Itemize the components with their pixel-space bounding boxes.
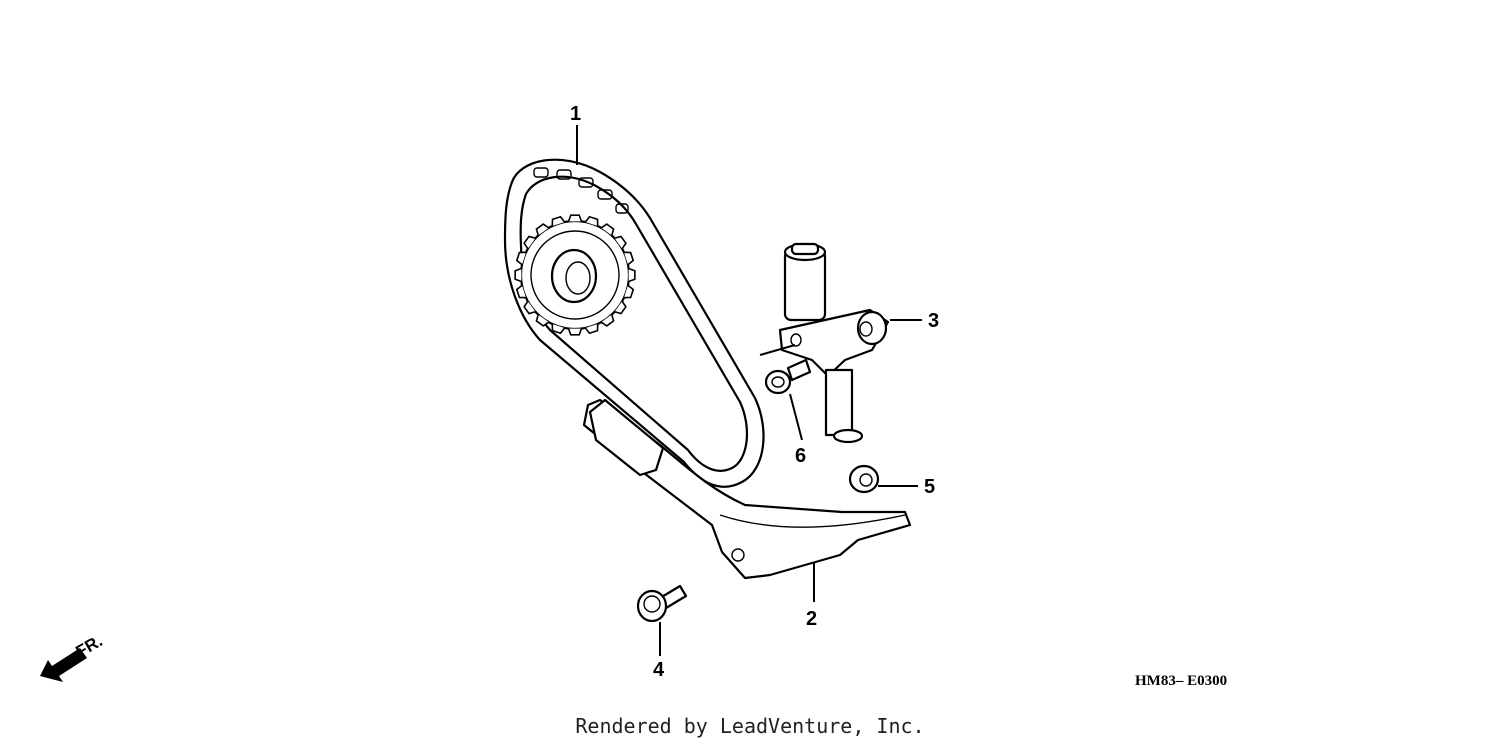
- sprocket-tooth: [515, 284, 527, 299]
- sprocket-bore-icon: [565, 261, 591, 295]
- chain-guide[interactable]: [582, 398, 912, 580]
- sprocket-tooth: [551, 323, 566, 335]
- footer-credit: Rendered by LeadVenture, Inc.: [575, 714, 925, 738]
- sprocket-tooth: [567, 328, 583, 336]
- callout-5[interactable]: 5: [924, 476, 935, 498]
- sprocket-tooth: [628, 267, 636, 283]
- sprocket-tooth: [614, 235, 627, 250]
- callout-2[interactable]: 2: [806, 608, 817, 630]
- sprocket-tooth: [535, 223, 550, 236]
- sprocket-tooth: [614, 300, 627, 315]
- sprocket-tooth: [623, 284, 635, 299]
- sprocket-teeth-icon: [514, 214, 636, 336]
- sprocket-tooth: [584, 215, 599, 227]
- mount-hole-icon: [731, 548, 745, 562]
- front-arrow-icon: [40, 648, 87, 682]
- sprocket-tooth: [523, 300, 536, 315]
- sprocket-tooth: [515, 251, 527, 266]
- sprocket-tooth: [584, 323, 599, 335]
- callout-4[interactable]: 4: [653, 659, 665, 681]
- tensioner-bolt[interactable]: [764, 358, 812, 395]
- leader-line-6: [789, 393, 803, 441]
- diagram-code: HM83– E0300: [1135, 673, 1227, 689]
- sprocket-tooth: [535, 314, 550, 327]
- sprocket-tooth: [514, 267, 522, 283]
- chain-links-icon: [533, 167, 629, 214]
- sprocket-tooth: [551, 215, 566, 227]
- cam-sprocket[interactable]: [514, 214, 636, 336]
- callout-1[interactable]: 1: [570, 103, 581, 125]
- guide-bolt[interactable]: [636, 584, 688, 623]
- sprocket-tooth: [600, 314, 615, 327]
- sprocket-tooth: [567, 214, 583, 222]
- sprocket-tooth: [600, 223, 615, 236]
- callout-3[interactable]: 3: [928, 310, 939, 332]
- chain-tensioner[interactable]: [759, 242, 890, 444]
- callout-6[interactable]: 6: [795, 445, 806, 467]
- sprocket-tooth: [523, 235, 536, 250]
- sprocket-hub-icon: [550, 248, 598, 304]
- washer[interactable]: [848, 464, 880, 494]
- sprocket-tooth: [623, 251, 635, 266]
